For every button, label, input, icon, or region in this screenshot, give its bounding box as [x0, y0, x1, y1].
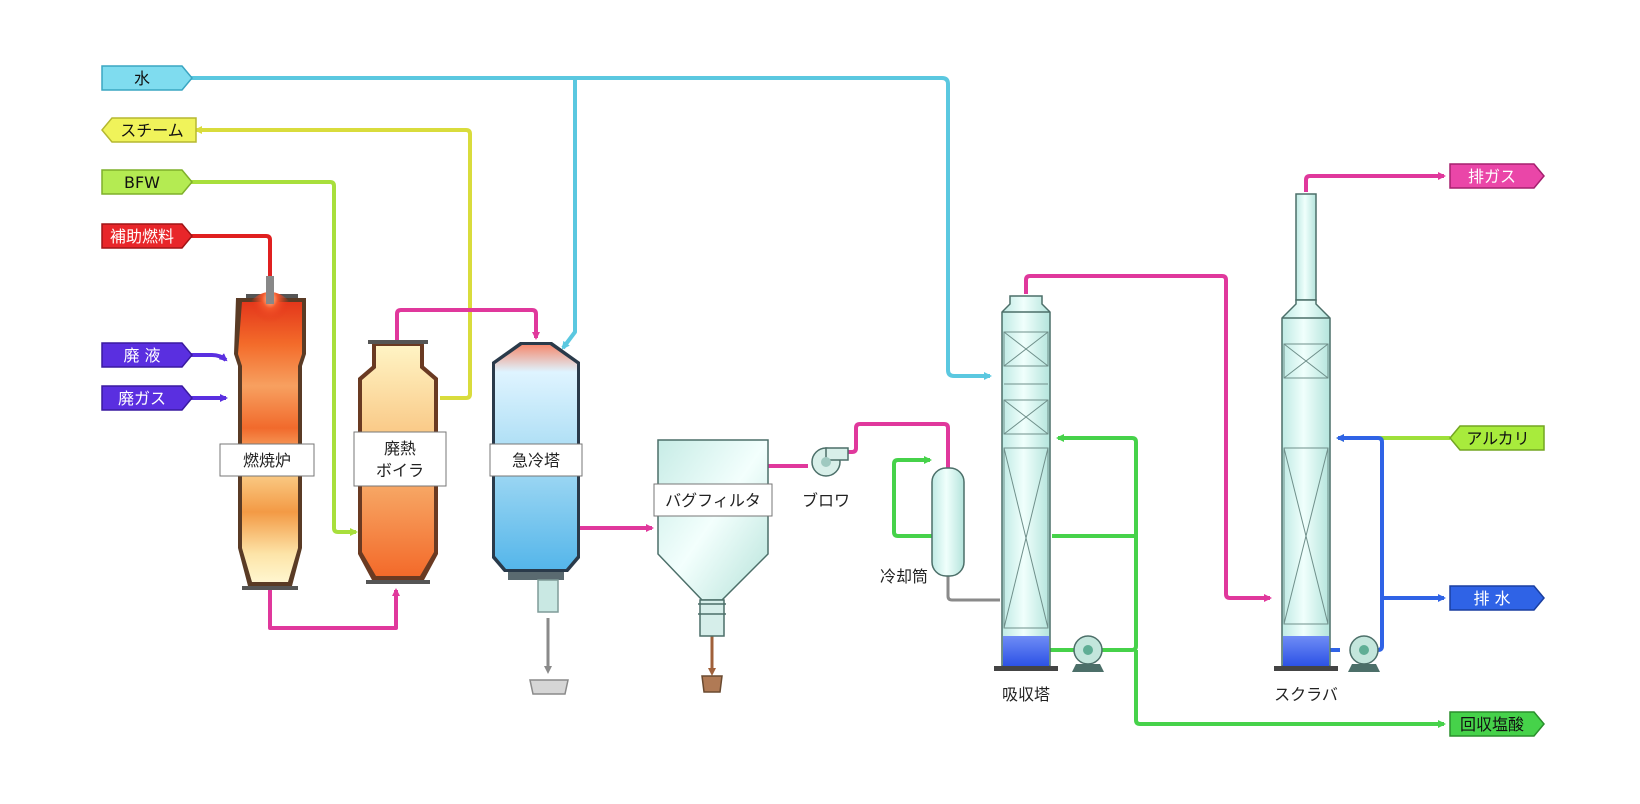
blower-to-cooler-pipe	[846, 422, 950, 470]
tag-aux-fuel-label: 補助燃料	[110, 227, 174, 246]
tag-recovered-hcl: 回収塩酸	[1449, 711, 1545, 737]
tag-waste-gas: 廃ガス	[101, 385, 193, 411]
furnace-to-boiler-pipe	[268, 588, 400, 630]
cooler-label: 冷却筒	[880, 567, 928, 586]
scrubber-recycle-pipe	[1336, 434, 1384, 652]
tag-exhaust-gas-label: 排ガス	[1468, 167, 1516, 186]
blower	[811, 447, 849, 477]
tag-aux-fuel: 補助燃料	[101, 223, 193, 249]
blower-label: ブロワ	[802, 491, 850, 510]
tag-waste-gas-label: 廃ガス	[118, 389, 166, 408]
incinerator-label-box: 燃焼炉	[219, 443, 315, 477]
incinerator	[234, 276, 306, 590]
tag-recovered-hcl-label: 回収塩酸	[1460, 715, 1524, 734]
tag-steam: スチーム	[101, 117, 197, 143]
absorber-pump	[1072, 635, 1104, 672]
water-pipe	[188, 76, 992, 380]
boiler-label-line1: 廃熱	[384, 439, 416, 458]
bag-filter	[657, 439, 769, 693]
steam-pipe	[194, 126, 472, 400]
quench-label: 急冷塔	[512, 451, 560, 470]
aux-fuel-pipe	[190, 234, 274, 290]
tag-exhaust-gas: 排ガス	[1449, 163, 1545, 189]
tag-alkali: アルカリ	[1449, 425, 1545, 451]
water-to-quench-pipe	[561, 78, 577, 350]
tag-water-label: 水	[134, 69, 150, 88]
tag-bfw-label: BFW	[124, 173, 160, 192]
quench-label-box: 急冷塔	[489, 443, 583, 477]
hcl-recovery-pipe	[1134, 650, 1446, 728]
cooler-to-absorber-pipe	[946, 570, 1000, 602]
cooler	[931, 467, 965, 577]
tag-water: 水	[101, 65, 193, 91]
scrubber-to-exhaust-pipe	[1304, 172, 1446, 192]
absorber-label: 吸収塔	[1002, 685, 1050, 704]
tag-bfw: BFW	[101, 169, 193, 195]
tag-waste-liquid-label: 廃 液	[123, 346, 160, 365]
tag-drain: 排 水	[1449, 585, 1545, 611]
tag-alkali-label: アルカリ	[1466, 429, 1529, 448]
bagfilter-label-box: バグフィルタ	[653, 483, 773, 517]
boiler-to-quench-pipe	[395, 308, 540, 340]
incinerator-label: 燃焼炉	[243, 451, 291, 470]
tag-drain-label: 排 水	[1473, 589, 1510, 608]
tag-steam-label: スチーム	[120, 121, 184, 140]
scrubber-label: スクラバ	[1274, 685, 1338, 704]
cooler-recycle-pipe	[892, 456, 962, 538]
absorber-recycle-pipe	[1056, 434, 1138, 652]
absorber	[994, 295, 1058, 671]
scrubber	[1274, 193, 1338, 671]
boiler-label-line2: ボイラ	[376, 461, 424, 480]
tag-waste-liquid: 廃 液	[101, 342, 193, 368]
waste-liquid-pipe	[190, 353, 228, 362]
bfw-pipe	[190, 180, 358, 536]
boiler-label-box: 廃熱 ボイラ	[353, 431, 447, 487]
scrubber-pump	[1348, 635, 1380, 672]
absorber-to-scrubber-pipe	[1024, 274, 1272, 602]
bagfilter-label: バグフィルタ	[665, 491, 761, 510]
quench-tower	[492, 342, 580, 695]
